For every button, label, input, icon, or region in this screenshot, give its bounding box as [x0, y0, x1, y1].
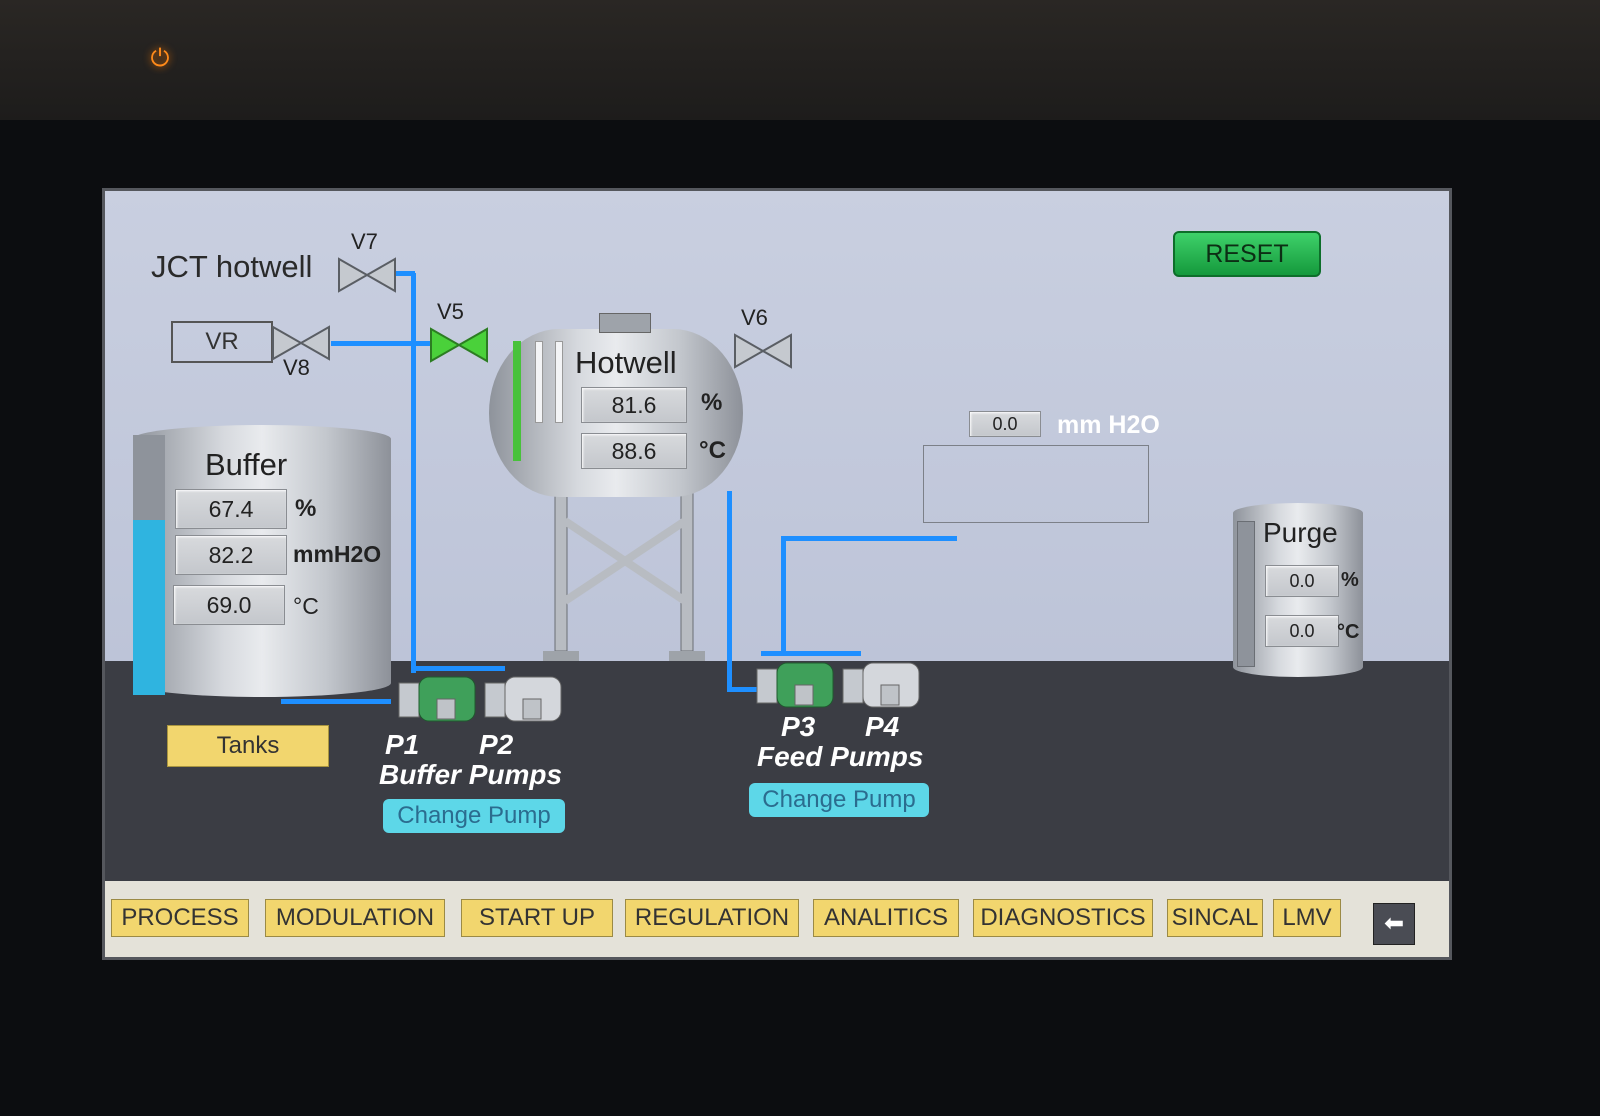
- pipe-v8-v5: [331, 341, 435, 346]
- purge-level-value: 0.0: [1265, 565, 1339, 597]
- pipe-v7-down: [411, 273, 416, 673]
- valve-v5-label: V5: [437, 299, 464, 324]
- back-button[interactable]: ⬅: [1373, 903, 1415, 945]
- pump-p1-label: P1: [385, 729, 420, 760]
- valve-v6-icon[interactable]: [733, 331, 793, 371]
- purge-level-unit: %: [1341, 569, 1359, 591]
- pump-p4-icon[interactable]: [841, 655, 925, 715]
- feed-pumps-title: Feed Pumps: [757, 741, 924, 772]
- pump-p3-label: P3: [781, 711, 816, 742]
- tanks-button[interactable]: Tanks: [167, 725, 329, 767]
- purge-title: Purge: [1263, 517, 1338, 548]
- buffer-level-value: 67.4: [175, 489, 287, 529]
- buffer-change-pump-button[interactable]: Change Pump: [383, 799, 565, 833]
- buffer-temp-value: 69.0: [173, 585, 285, 625]
- vr-box[interactable]: VR: [171, 321, 273, 363]
- power-icon[interactable]: ⏻: [150, 45, 170, 72]
- valve-v8-label: V8: [283, 355, 310, 380]
- valve-v5-icon[interactable]: [429, 325, 489, 365]
- purge-temp-value: 0.0: [1265, 615, 1339, 647]
- nav-start-up[interactable]: START UP: [461, 899, 613, 937]
- hotwell-level-value: 81.6: [581, 387, 687, 423]
- pump-p2-icon[interactable]: [483, 669, 567, 729]
- pipe-buffer-out: [281, 699, 391, 704]
- reset-button[interactable]: RESET: [1173, 231, 1321, 277]
- valve-v7-label: V7: [351, 229, 378, 254]
- purge-level-track: [1237, 521, 1255, 667]
- hotwell-title: Hotwell: [575, 345, 677, 380]
- pipe-hotwell-down: [727, 491, 732, 691]
- pump-p2-label: P2: [479, 729, 514, 760]
- pipe-to-p3: [727, 687, 757, 692]
- nav-modulation[interactable]: MODULATION: [265, 899, 445, 937]
- pipe-feed-out: [781, 536, 957, 541]
- hmi-screen: RESET JCT hotwell VR V7 V8 V5 V6: [102, 188, 1452, 960]
- pressure-readout-unit: mm H2O: [1057, 411, 1160, 439]
- buffer-pumps-title: Buffer Pumps: [379, 759, 563, 790]
- pipe-v7-stub: [395, 271, 415, 276]
- monitor-bezel-top: [0, 0, 1600, 120]
- pipe-p3-up: [781, 536, 786, 656]
- buffer-pressure-value: 82.2: [175, 535, 287, 575]
- purge-temp-unit: °C: [1337, 621, 1360, 643]
- buffer-temp-unit: °C: [293, 593, 319, 619]
- pump-p1-icon[interactable]: [397, 669, 481, 729]
- buffer-level-fill: [133, 520, 165, 695]
- nav-regulation[interactable]: REGULATION: [625, 899, 799, 937]
- info-panel: [923, 445, 1149, 523]
- nav-analitics[interactable]: ANALITICS: [813, 899, 959, 937]
- pipe-p3-header: [761, 651, 861, 656]
- hotwell-level-unit: %: [701, 389, 723, 416]
- valve-v8-icon[interactable]: [271, 323, 331, 363]
- hotwell-level-bar: [513, 341, 521, 461]
- hotwell-stand-icon: [543, 491, 705, 661]
- nav-diagnostics[interactable]: DIAGNOSTICS: [973, 899, 1153, 937]
- hotwell-nozzle: [599, 313, 651, 333]
- pump-p4-label: P4: [865, 711, 900, 742]
- pressure-readout-value: 0.0: [969, 411, 1041, 437]
- jct-hotwell-label: JCT hotwell: [151, 249, 313, 284]
- valve-v7-icon[interactable]: [337, 255, 397, 295]
- nav-process[interactable]: PROCESS: [111, 899, 249, 937]
- buffer-title: Buffer: [205, 447, 288, 482]
- nav-lmv[interactable]: LMV: [1273, 899, 1341, 937]
- buffer-level-unit: %: [295, 495, 317, 522]
- feed-change-pump-button[interactable]: Change Pump: [749, 783, 929, 817]
- pipe-to-p1: [411, 666, 505, 671]
- nav-sincal[interactable]: SINCAL: [1167, 899, 1263, 937]
- buffer-pressure-unit: mmH2O: [293, 541, 382, 567]
- hotwell-sight-glass: [535, 341, 543, 423]
- arrow-left-icon: ⬅: [1383, 910, 1405, 937]
- valve-v6-label: V6: [741, 305, 768, 330]
- hotwell-temp-unit: °C: [699, 437, 726, 464]
- hotwell-sight-glass-2: [555, 341, 563, 423]
- hotwell-temp-value: 88.6: [581, 433, 687, 469]
- pump-p3-icon[interactable]: [755, 655, 839, 715]
